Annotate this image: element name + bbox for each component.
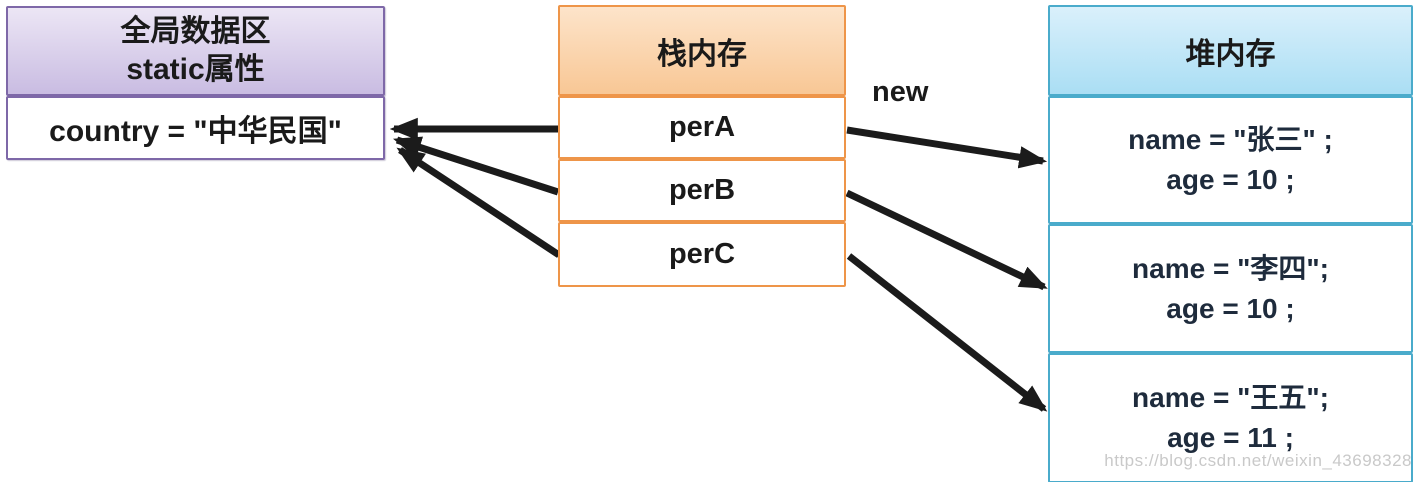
arrow-perC-to-heap3 — [846, 253, 1048, 412]
new-keyword-label: new — [872, 76, 929, 108]
arrow-perB-to-heap2 — [845, 189, 1048, 291]
stack-cell-perC: perC — [558, 222, 846, 287]
stack-memory-header: 栈内存 — [558, 5, 846, 96]
arrow-perC-to-country — [396, 147, 561, 258]
arrow-perA-to-heap1 — [846, 126, 1048, 169]
stack-memory-box: 栈内存 perA perB perC — [558, 5, 846, 287]
global-data-box: 全局数据区 static属性 country = "中华民国" — [6, 6, 385, 160]
arrow-perB-to-country — [393, 136, 560, 196]
heap-object-1-age: age = 10 ; — [1166, 164, 1295, 195]
global-data-header: 全局数据区 static属性 — [6, 6, 385, 96]
heap-object-3: name = "王五"; age = 11 ; — [1048, 353, 1413, 482]
global-title-line1: 全局数据区 — [120, 15, 271, 48]
heap-object-2: name = "李四"; age = 10 ; — [1048, 224, 1413, 353]
global-title-line2: static属性 — [126, 53, 265, 86]
stack-cell-perA: perA — [558, 96, 846, 159]
heap-object-2-name: name = "李四"; — [1132, 252, 1329, 284]
heap-object-3-name: name = "王五"; — [1132, 382, 1329, 413]
heap-memory-header: 堆内存 — [1048, 5, 1413, 96]
heap-object-3-age: age = 11 ; — [1167, 422, 1294, 453]
watermark-text: https://blog.csdn.net/weixin_43698328 — [1104, 451, 1412, 470]
stack-cell-perB: perB — [558, 159, 846, 222]
heap-object-1-name: name = "张三" ; — [1128, 124, 1333, 155]
heap-memory-box: 堆内存 name = "张三" ; age = 10 ; name = "李四"… — [1048, 5, 1413, 482]
global-country-cell: country = "中华民国" — [6, 96, 385, 160]
heap-object-2-age: age = 10 ; — [1166, 292, 1295, 324]
heap-object-1: name = "张三" ; age = 10 ; — [1048, 96, 1413, 224]
